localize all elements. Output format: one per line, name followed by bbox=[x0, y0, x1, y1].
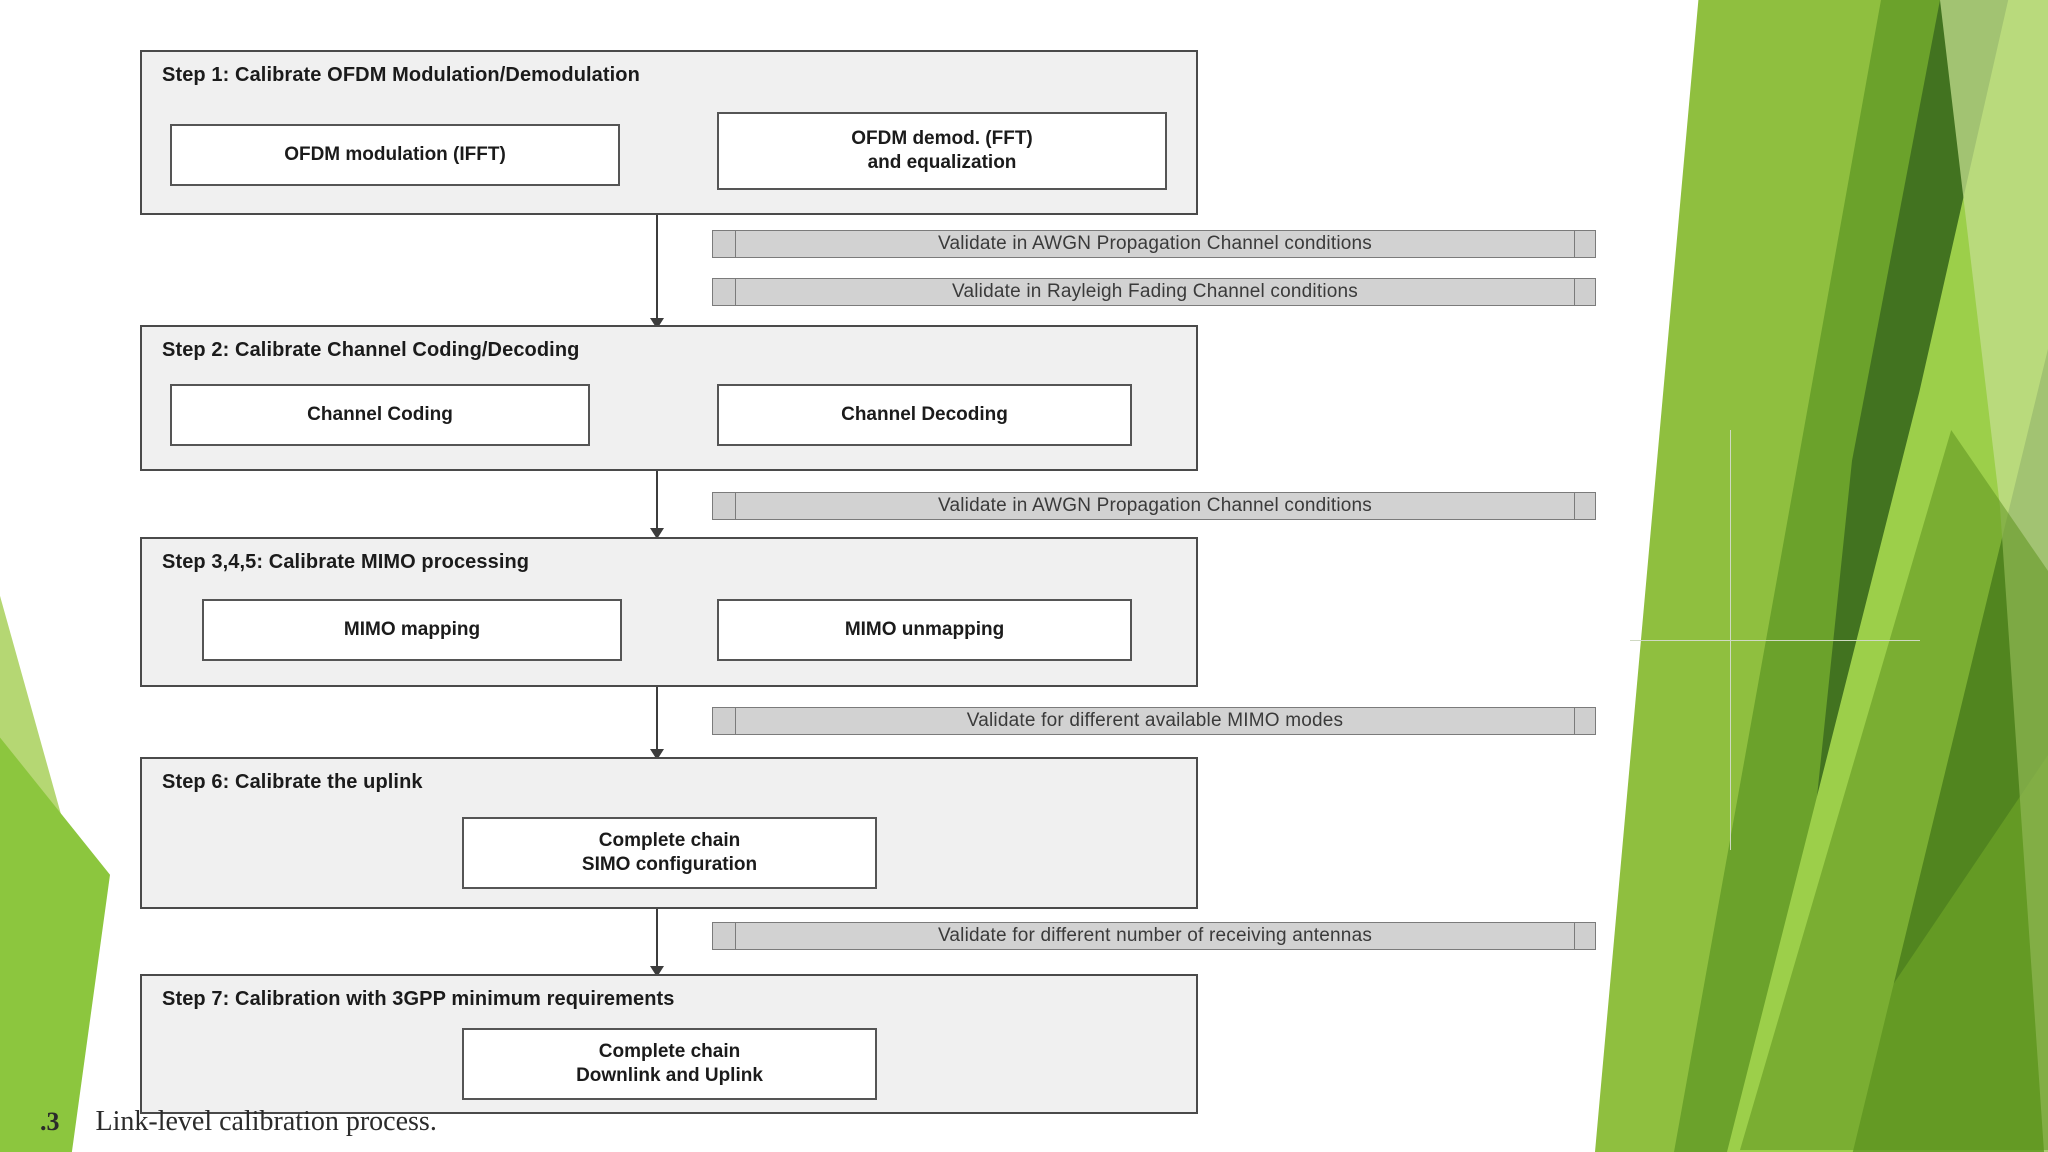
process-box-ofdm-demodulation-label: OFDM demod. (FFT) and equalization bbox=[851, 127, 1033, 173]
validate-bar-rx-antennas-label: Validate for different number of receivi… bbox=[937, 925, 1373, 946]
arrow-line-step1-step2 bbox=[656, 215, 658, 320]
process-box-channel-coding[interactable]: Channel Coding bbox=[170, 384, 590, 446]
validate-bar-left-handle bbox=[713, 231, 736, 257]
step-box-step345: Step 3,4,5: Calibrate MIMO processing MI… bbox=[140, 537, 1198, 687]
validate-bar-awgn-2[interactable]: Validate in AWGN Propagation Channel con… bbox=[712, 492, 1596, 520]
figure-caption-number: .3 bbox=[40, 1107, 60, 1136]
validate-bar-awgn-2-label: Validate in AWGN Propagation Channel con… bbox=[938, 495, 1372, 516]
decorative-hairline-horizontal bbox=[1630, 640, 1920, 641]
step-title-step1: Step 1: Calibrate OFDM Modulation/Demodu… bbox=[162, 64, 640, 86]
process-box-complete-chain-dl-ul-label: Complete chain Downlink and Uplink bbox=[576, 1040, 763, 1086]
process-box-mimo-unmapping[interactable]: MIMO unmapping bbox=[717, 599, 1132, 661]
arrow-head-step2-step345 bbox=[650, 528, 664, 539]
validate-bar-right-handle bbox=[1574, 231, 1595, 257]
figure-caption-text: Link-level calibration process. bbox=[95, 1106, 437, 1137]
step-box-step1: Step 1: Calibrate OFDM Modulation/Demodu… bbox=[140, 50, 1198, 215]
step-box-step2: Step 2: Calibrate Channel Coding/Decodin… bbox=[140, 325, 1198, 471]
step-title-step6: Step 6: Calibrate the uplink bbox=[162, 771, 423, 793]
arrow-head-step6-step7 bbox=[650, 966, 664, 977]
arrow-line-step2-step345 bbox=[656, 471, 658, 531]
arrow-line-step345-step6 bbox=[656, 687, 658, 752]
process-box-channel-decoding[interactable]: Channel Decoding bbox=[717, 384, 1132, 446]
validate-bar-rayleigh-label: Validate in Rayleigh Fading Channel cond… bbox=[952, 281, 1358, 302]
validate-bar-left-handle bbox=[713, 708, 736, 734]
link-level-calibration-diagram: Step 1: Calibrate OFDM Modulation/Demodu… bbox=[40, 50, 1596, 1138]
process-box-mimo-mapping[interactable]: MIMO mapping bbox=[202, 599, 622, 661]
step-title-step7: Step 7: Calibration with 3GPP minimum re… bbox=[162, 988, 675, 1010]
step-title-step345: Step 3,4,5: Calibrate MIMO processing bbox=[162, 551, 530, 573]
process-box-ofdm-modulation[interactable]: OFDM modulation (IFFT) bbox=[170, 124, 620, 186]
validate-bar-left-handle bbox=[713, 493, 736, 519]
step-title-step2: Step 2: Calibrate Channel Coding/Decodin… bbox=[162, 339, 580, 361]
validate-bar-awgn-1[interactable]: Validate in AWGN Propagation Channel con… bbox=[712, 230, 1596, 258]
process-box-complete-chain-simo-label: Complete chain SIMO configuration bbox=[581, 829, 758, 875]
process-box-complete-chain-simo[interactable]: Complete chain SIMO configuration bbox=[462, 817, 877, 889]
validate-bar-rx-antennas[interactable]: Validate for different number of receivi… bbox=[712, 922, 1596, 950]
step-box-step6: Step 6: Calibrate the uplink Complete ch… bbox=[140, 757, 1198, 909]
validate-bar-right-handle bbox=[1574, 279, 1595, 305]
validate-bar-awgn-1-label: Validate in AWGN Propagation Channel con… bbox=[938, 233, 1372, 254]
process-box-complete-chain-dl-ul[interactable]: Complete chain Downlink and Uplink bbox=[462, 1028, 877, 1100]
validate-bar-mimo-modes[interactable]: Validate for different available MIMO mo… bbox=[712, 707, 1596, 735]
step-box-step7: Step 7: Calibration with 3GPP minimum re… bbox=[140, 974, 1198, 1114]
arrow-head-step1-step2 bbox=[650, 318, 664, 329]
validate-bar-rayleigh[interactable]: Validate in Rayleigh Fading Channel cond… bbox=[712, 278, 1596, 306]
validate-bar-right-handle bbox=[1574, 493, 1595, 519]
validate-bar-right-handle bbox=[1574, 923, 1595, 949]
process-box-ofdm-demodulation[interactable]: OFDM demod. (FFT) and equalization bbox=[717, 112, 1167, 190]
validate-bar-mimo-modes-label: Validate for different available MIMO mo… bbox=[966, 710, 1344, 731]
validate-bar-left-handle bbox=[713, 923, 736, 949]
figure-caption: .3 Link-level calibration process. bbox=[40, 1106, 437, 1138]
arrow-head-step345-step6 bbox=[650, 749, 664, 760]
validate-bar-left-handle bbox=[713, 279, 736, 305]
arrow-line-step6-step7 bbox=[656, 909, 658, 969]
validate-bar-right-handle bbox=[1574, 708, 1595, 734]
